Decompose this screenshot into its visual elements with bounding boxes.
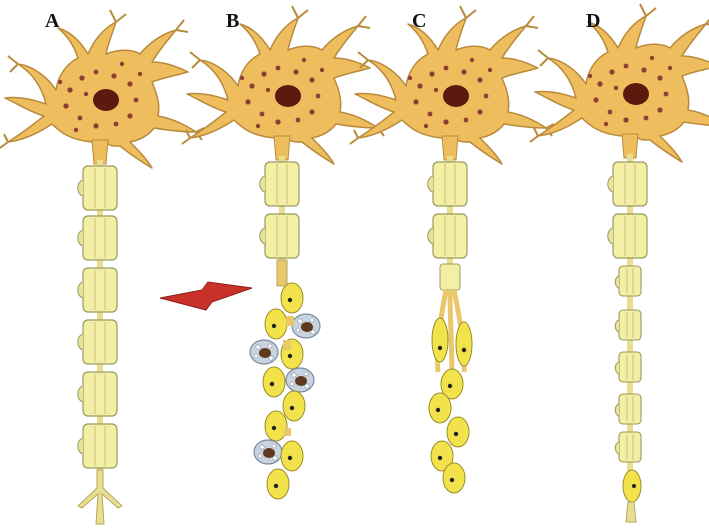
neuron-c-proximal-axon bbox=[428, 156, 467, 290]
panel-label-a: A bbox=[45, 10, 59, 33]
panel-d bbox=[530, 4, 709, 522]
panel-label-b: B bbox=[226, 10, 239, 33]
panel-c bbox=[350, 6, 554, 493]
neuron-d-cell-body bbox=[530, 4, 709, 162]
panel-label-c: C bbox=[412, 10, 426, 33]
panel-a bbox=[0, 10, 204, 524]
neuron-c-cell-body bbox=[350, 6, 554, 164]
injury-lightning-icon bbox=[160, 282, 252, 310]
panel-b bbox=[160, 6, 386, 499]
neuron-a-myelinated-axon bbox=[78, 160, 117, 490]
neuron-a-cell-body bbox=[0, 10, 204, 168]
neuron-d-remyelinated-axon bbox=[608, 154, 647, 522]
neuron-b-degenerating-segment bbox=[250, 283, 320, 499]
panel-label-d: D bbox=[586, 10, 600, 33]
neuron-b-proximal-axon bbox=[260, 156, 299, 286]
neuron-a-axon-terminal bbox=[78, 470, 122, 524]
